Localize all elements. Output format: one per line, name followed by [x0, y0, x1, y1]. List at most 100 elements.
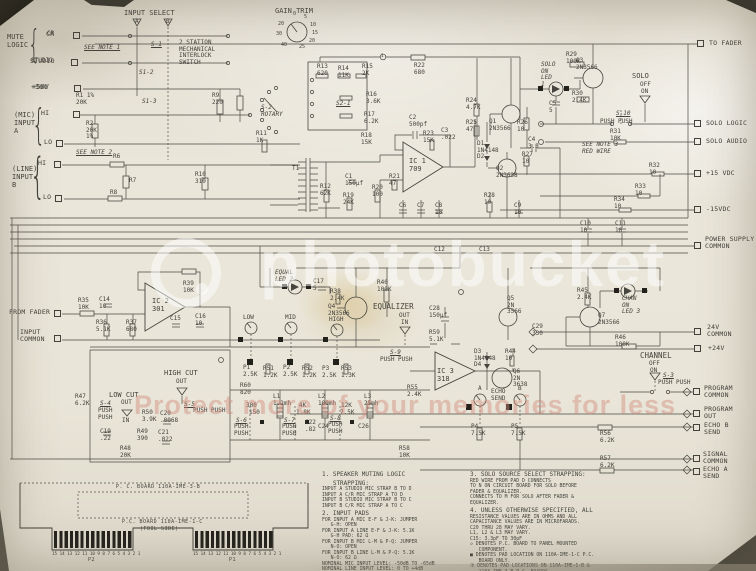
schematic-label: L1 1.2mh — [273, 393, 292, 407]
schematic-label: R35 10K — [78, 297, 89, 311]
round-components — [244, 21, 636, 407]
terminal-lo: LO — [44, 138, 53, 146]
note-line: 1. SPEAKER MUTING LOGIC — [322, 471, 406, 478]
schematic-label: R9 220 — [212, 92, 223, 106]
terminal-box-50v — [74, 85, 81, 92]
schematic-label: SOLO ON LED 1 — [541, 61, 556, 89]
schematic-label: R19 24K — [343, 192, 354, 206]
terminal-box-lo — [55, 195, 62, 202]
pcb-foil-side-label: (FOIL SIDE) — [140, 526, 179, 532]
ic1-label: IC 1 709 — [409, 157, 426, 173]
schematic-label: R8 — [110, 189, 118, 196]
schematic-label: C28 150μf — [429, 305, 448, 319]
schematic-label: A — [478, 385, 482, 392]
schematic-label: C8 10 — [435, 202, 443, 216]
schematic-label: C26 — [358, 423, 369, 430]
solo-label: SOLO — [632, 72, 649, 80]
schematic-label: PUSH PUSH — [380, 356, 413, 363]
terminal-from-fader: FROM FADER — [9, 308, 51, 316]
schematic-label: OUT — [176, 378, 187, 385]
panel-mount-diamonds — [528, 327, 692, 475]
schematic-label: R56 6.2K — [600, 430, 615, 444]
terminal-box-echo-a-send — [693, 468, 700, 475]
schematic-label: 300 — [246, 402, 257, 409]
note-line: FOR INPUT A MIC E-F & J-K: JUMPER — [322, 517, 418, 523]
note-line: C15: 3.3pF TO 30pF — [470, 536, 522, 542]
schematic-label: R48 20K — [120, 445, 131, 459]
note-line: G-H: OPEN — [322, 523, 357, 528]
schematic-label: R18 15K — [361, 132, 372, 146]
ic3-label: IC 3 318 — [437, 367, 454, 383]
schematic-label: SEE NOTE 3 RED WIRE — [582, 141, 619, 155]
schematic-label: R52 1.2K — [302, 365, 317, 379]
schematic-label: R58 10K — [399, 445, 410, 459]
terminal-box-15-vdc — [694, 170, 701, 177]
schematic-label: PUSH PUSH — [658, 379, 691, 386]
schematic-label: C9 10 — [514, 202, 522, 216]
schematic-label: R23 15K — [423, 130, 434, 144]
note-line: FOR INPUT B LINE L-M & P-Q: 5.1K — [322, 550, 415, 556]
terminal-box-solo-logic — [694, 120, 701, 127]
schematic-label: R6 — [113, 153, 121, 160]
terminal-cr: CR — [46, 30, 55, 38]
schematic-label: R32 10 — [649, 162, 660, 176]
schematic-label: C29 330 — [532, 323, 543, 337]
photobucket-tagline-watermark: Protect more of your memories for less — [134, 390, 677, 420]
schematic-label: R1 1% 20K — [76, 92, 95, 106]
terminal-24v: +24V — [708, 344, 725, 352]
notes-column-right: 3. SOLO SOURCE SELECT STRAPPING:RED WIRE… — [470, 470, 740, 571]
schematic-label: P2 2.5K — [283, 364, 298, 378]
terminal-24v-common: 24V COMMON — [707, 323, 732, 339]
schematic-label: R51 1.2K — [263, 365, 278, 379]
dashed-wire-group — [20, 27, 656, 519]
schematic-label: C20 .0068 — [160, 410, 179, 424]
terminal-box-24v-common — [694, 328, 701, 335]
note-line: BOARD ONLY. — [470, 558, 511, 564]
note-line: ◇ DENOTES P.C. BOARD TO PANEL MOUNTED — [470, 542, 577, 547]
terminal-box-power-supply-common — [694, 242, 701, 249]
terminal-15-vdc: +15 VDC — [706, 169, 735, 177]
terminal-solo-logic: SOLO LOGIC — [706, 119, 748, 127]
schematic-label: R34 10 — [614, 196, 625, 210]
terminal-box-solo-audio — [694, 138, 701, 145]
note-line: INPUT A STUDIO MIC STRAP B TO D — [322, 487, 412, 492]
switch-triangles — [121, 18, 661, 417]
gain-trim-label: GAIN TRIM — [275, 7, 313, 15]
contact-dots — [128, 34, 670, 394]
schematic-label: R26 10 — [517, 119, 528, 133]
schematic-label: S-10 — [616, 110, 631, 117]
photobucket-logo-icon — [151, 238, 221, 308]
note-line: N-O: OPEN — [322, 545, 357, 550]
schematic-label: R40 100K — [377, 279, 392, 293]
schematic-label: 4K — [299, 402, 307, 409]
schematic-label: S2-1 — [336, 100, 351, 107]
schematic-label: C19 .22 — [100, 428, 111, 442]
schematic-label: Q2 2N3638 — [496, 165, 518, 179]
terminal-solo-audio: SOLO AUDIO — [706, 137, 748, 145]
schematic-label: C4 3.3 — [528, 136, 539, 150]
note-line: RED WIRE FROM PAD D CONNECTS — [470, 478, 551, 484]
note-line: INPUT B C/R MIC STRAP A TO C — [322, 503, 403, 509]
low-cut-label: LOW CUT — [109, 391, 139, 399]
pcb-outline — [19, 483, 309, 551]
schematic-label: Q3 2N3566 — [576, 57, 598, 71]
schematic-label: C3 .022 — [441, 127, 456, 141]
pcb-connector-p1 — [195, 531, 273, 548]
terminal-box-program-out — [693, 410, 700, 417]
schematic-label: C24 — [318, 423, 329, 430]
schematic-label: Q5 2N 3566 — [507, 295, 522, 316]
schematic-label: C16 10 — [195, 313, 206, 327]
schematic-label: PUSH PUSH — [328, 421, 343, 435]
schematic-label: S-2 ROTARY — [261, 104, 283, 118]
note-line: FADER & EQUALIZER. — [470, 489, 522, 495]
input-select-label: INPUT SELECT — [124, 9, 175, 17]
schematic-label: R38 2.4K — [330, 288, 345, 302]
terminal-15vdc: -15VDC — [706, 205, 731, 213]
schematic-label: S-4 — [100, 400, 111, 407]
schematic-label: R36 5.1K — [96, 319, 111, 333]
terminal-box-lo — [56, 140, 63, 147]
note-line: 2. INPUT PADS — [322, 510, 369, 517]
terminal-program-out: PROGRAM OUT — [704, 405, 733, 421]
terminal-echo-b-send: ECHO B SEND — [704, 421, 729, 437]
